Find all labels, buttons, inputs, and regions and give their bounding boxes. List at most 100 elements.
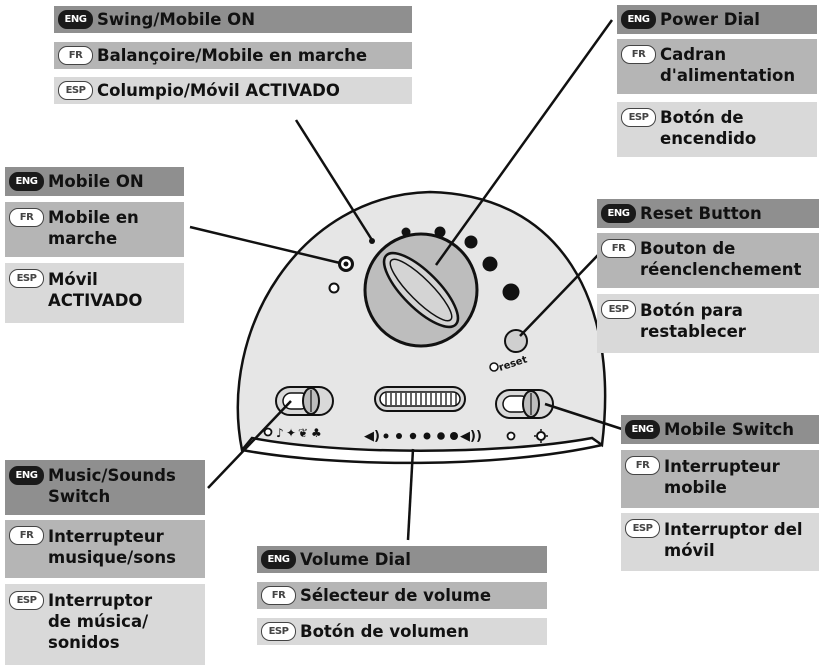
leader-lines: [189, 19, 626, 541]
power-dot-4: [464, 235, 478, 249]
animal-icon: ♣: [311, 426, 322, 440]
label-text: Reset Button: [640, 204, 762, 223]
fr-badge-icon: FR: [621, 45, 656, 64]
mobile-switch-on-icon: [534, 429, 548, 443]
eng-badge-icon: ENG: [261, 550, 296, 569]
fr-badge-icon: FR: [9, 208, 44, 227]
label-eng-row: ENG Mobile ON: [5, 167, 184, 196]
leader-mobile-switch: [544, 402, 626, 432]
volume-dot-6: [450, 432, 458, 440]
label-fr-row: FR Bouton de réenclenchement: [597, 233, 819, 288]
device-body-rim: [241, 443, 603, 465]
label-text: Botón de volumen: [300, 622, 469, 641]
label-eng-row: ENG Mobile Switch: [621, 415, 819, 444]
label-fr-row: FR Interrupteur mobile: [621, 450, 819, 508]
volume-dial[interactable]: [374, 386, 466, 412]
leader-power: [434, 19, 614, 266]
esp-badge-icon: ESP: [9, 591, 44, 610]
volume-dot-2: [396, 433, 402, 439]
label-eng-row: ENG Swing/Mobile ON: [54, 6, 412, 33]
label-text: Swing/Mobile ON: [97, 10, 256, 29]
label-text: Columpio/Móvil ACTIVADO: [97, 81, 340, 100]
label-reset-button: ENG Reset Button FR Bouton de réenclench…: [597, 199, 819, 353]
label-text: Power Dial: [660, 10, 760, 29]
label-fr-row: FR Cadran d'alimentation: [617, 39, 817, 94]
fr-badge-icon: FR: [58, 46, 93, 65]
label-mobile-switch: ENG Mobile Switch FR Interrupteur mobile…: [621, 415, 819, 571]
fr-badge-icon: FR: [625, 456, 660, 475]
eng-badge-icon: ENG: [625, 420, 660, 439]
mobile-switch[interactable]: [495, 389, 554, 419]
label-fr-row: FR Mobile en marche: [5, 202, 184, 257]
esp-badge-icon: ESP: [621, 108, 656, 127]
leaf-icon: ❦: [298, 426, 308, 440]
volume-dot-1: [383, 433, 389, 439]
label-volume-dial: ENG Volume Dial FR Sélecteur de volume E…: [257, 546, 547, 645]
power-level-dots: [369, 226, 520, 301]
off-mode-icon: [263, 427, 273, 437]
label-power-dial: ENG Power Dial FR Cadran d'alimentation …: [617, 5, 817, 157]
label-swing-mobile-on: ENG Swing/Mobile ON FR Balançoire/Mobile…: [54, 6, 412, 104]
music-sounds-switch[interactable]: [275, 386, 334, 416]
label-esp-row: ESP Columpio/Móvil ACTIVADO: [54, 77, 412, 104]
label-text: Móvil ACTIVADO: [48, 270, 143, 310]
mobile-on-indicator: [338, 256, 354, 272]
label-text: Mobile ON: [48, 172, 144, 191]
label-text: Sélecteur de volume: [300, 586, 492, 605]
esp-badge-icon: ESP: [9, 269, 44, 288]
music-sounds-mode-icons: ♪ ✦ ❦ ♣: [263, 426, 322, 440]
fr-badge-icon: FR: [261, 586, 296, 605]
fr-badge-icon: FR: [601, 239, 636, 258]
eng-badge-icon: ENG: [601, 204, 636, 223]
label-esp-row: ESP Botón de encendido: [617, 102, 817, 157]
eng-badge-icon: ENG: [9, 172, 44, 191]
label-text: Botón para restablecer: [640, 301, 746, 341]
label-text: Interrupteur musique/sons: [48, 527, 176, 567]
fr-badge-icon: FR: [9, 526, 44, 545]
label-text: Interruptor del móvil: [664, 520, 803, 560]
esp-badge-icon: ESP: [625, 519, 660, 538]
leader-swing: [294, 119, 374, 241]
esp-badge-icon: ESP: [261, 622, 296, 641]
power-dot-7: [502, 283, 520, 301]
volume-scale: ◀) ◀)): [364, 429, 482, 444]
volume-dot-5: [437, 432, 445, 440]
label-eng-row: ENG Power Dial: [617, 5, 817, 34]
label-esp-row: ESP Botón para restablecer: [597, 294, 819, 353]
label-fr-row: FR Balançoire/Mobile en marche: [54, 42, 412, 69]
label-text: Cadran d'alimentation: [660, 45, 796, 85]
esp-badge-icon: ESP: [601, 300, 636, 319]
label-text: Music/Sounds Switch: [48, 466, 176, 506]
leader-mobile-on: [189, 225, 341, 265]
label-text: Mobile Switch: [664, 420, 795, 439]
label-fr-row: FR Interrupteur musique/sons: [5, 520, 205, 578]
label-eng-row: ENG Music/Sounds Switch: [5, 460, 205, 515]
label-text: Mobile en marche: [48, 208, 139, 248]
label-eng-row: ENG Volume Dial: [257, 546, 547, 573]
label-text: Bouton de réenclenchement: [640, 239, 802, 279]
eng-badge-icon: ENG: [621, 10, 656, 29]
power-dial[interactable]: [363, 232, 479, 348]
volume-high-icon: ◀)): [460, 429, 482, 444]
mobile-switch-off-icon: [506, 431, 516, 441]
esp-badge-icon: ESP: [58, 81, 93, 100]
music-note-icon: ♪: [276, 426, 284, 440]
leader-reset: [519, 254, 599, 337]
volume-low-icon: ◀): [364, 429, 380, 444]
label-esp-row: ESP Móvil ACTIVADO: [5, 263, 184, 323]
label-text: Balançoire/Mobile en marche: [97, 46, 368, 65]
label-text: Botón de encendido: [660, 108, 757, 148]
bird-icon: ✦: [286, 426, 296, 440]
label-eng-row: ENG Reset Button: [597, 199, 819, 228]
eng-badge-icon: ENG: [9, 466, 44, 485]
volume-dot-3: [409, 432, 417, 440]
label-esp-row: ESP Botón de volumen: [257, 618, 547, 645]
label-esp-row: ESP Interruptor de música/ sonidos: [5, 584, 205, 665]
label-fr-row: FR Sélecteur de volume: [257, 582, 547, 609]
power-dot-5: [482, 256, 498, 272]
label-music-sounds-switch: ENG Music/Sounds Switch FR Interrupteur …: [5, 460, 205, 665]
mobile-off-indicator: [328, 282, 340, 294]
label-mobile-on: ENG Mobile ON FR Mobile en marche ESP Mó…: [5, 167, 184, 323]
label-text: Volume Dial: [300, 550, 411, 569]
